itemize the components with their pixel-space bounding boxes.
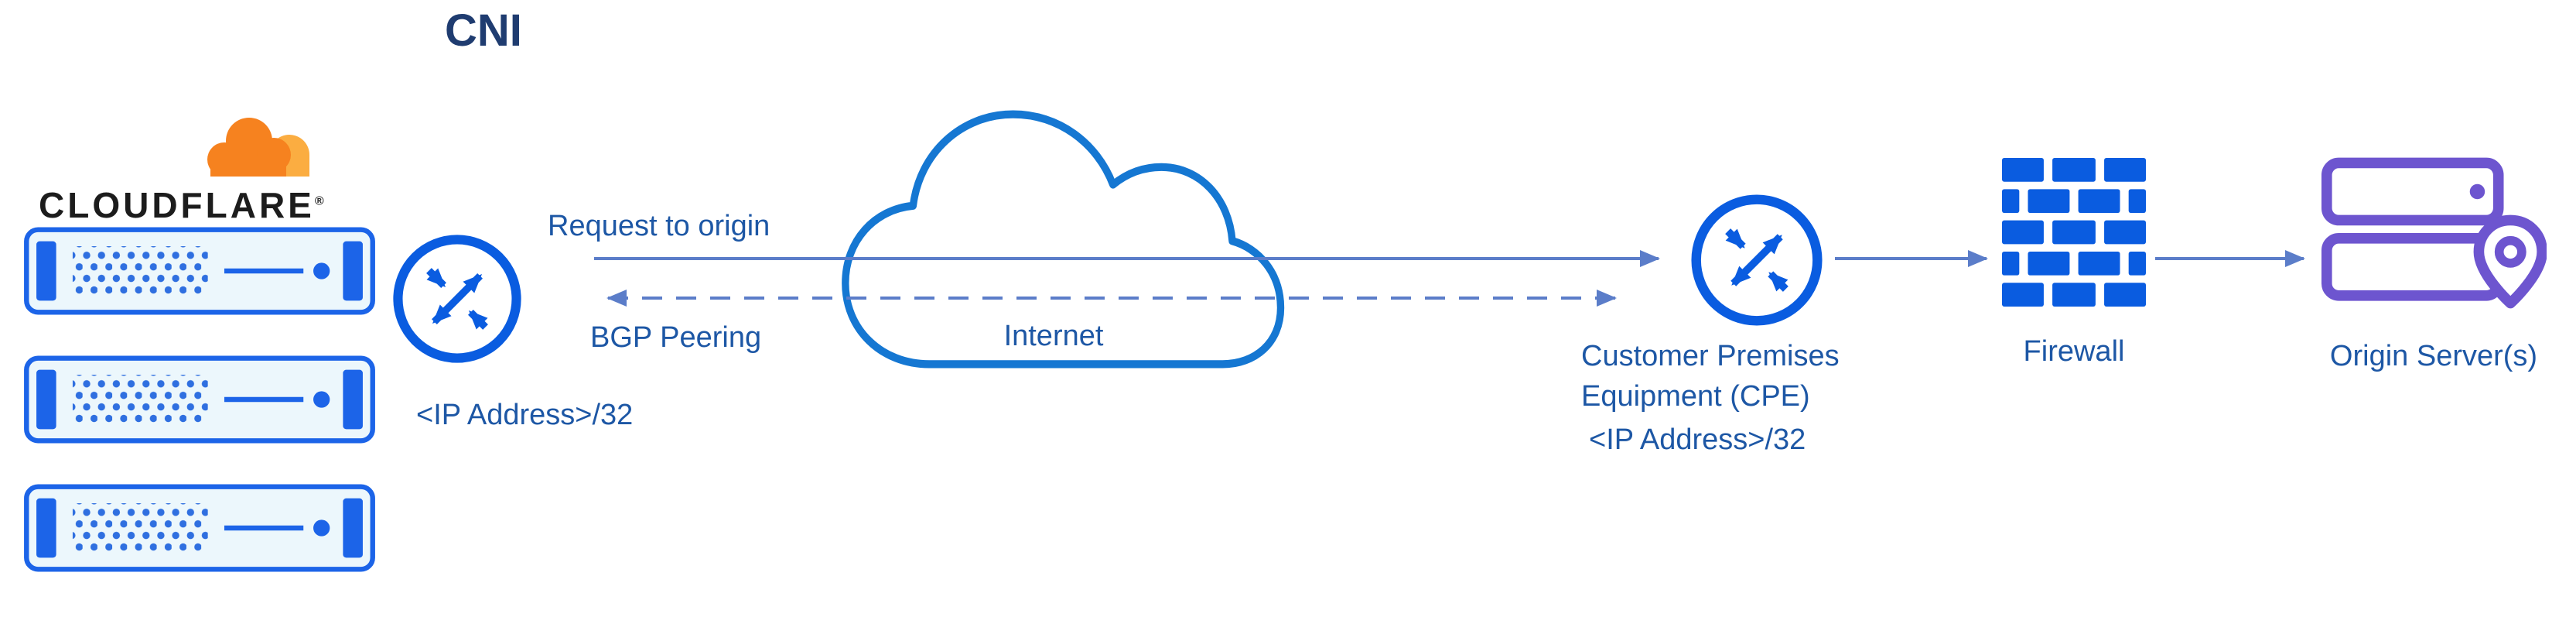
firewall-to-origin-arrow: [2155, 250, 2305, 267]
firewall-icon: [2002, 158, 2146, 307]
registered-mark: ®: [314, 194, 324, 208]
server-rack-icon: [23, 483, 376, 573]
origin-server-icon: [2321, 157, 2547, 309]
cloudflare-wordmark: CLOUDFLARE®: [39, 184, 324, 226]
server-rack-icon: [23, 355, 376, 444]
router-icon: [390, 231, 524, 366]
cni-router-ip-label: <IP Address>/32: [416, 399, 634, 431]
firewall-label: Firewall: [2023, 335, 2125, 368]
location-pin-icon: [2473, 214, 2547, 309]
diagram-title: CNI: [445, 5, 522, 56]
server-rack-icon: [23, 226, 376, 316]
cloudflare-logo-icon: [192, 118, 331, 186]
cpe-ip-label: <IP Address>/32: [1589, 423, 1806, 456]
cpe-router-icon: [1688, 191, 1826, 329]
cpe-name-line1: Customer Premises: [1581, 340, 1840, 372]
request-to-origin-arrow: [594, 250, 1660, 267]
cpe-name-label: Customer Premises Equipment (CPE): [1581, 336, 1840, 417]
origin-server-label: Origin Server(s): [2329, 340, 2538, 372]
cpe-to-firewall-arrow: [1835, 250, 1988, 267]
bgp-peering-label: BGP Peering: [590, 321, 762, 354]
internet-label: Internet: [1003, 320, 1104, 352]
cloudflare-brand-text: CLOUDFLARE: [39, 185, 315, 225]
cpe-name-line2: Equipment (CPE): [1581, 380, 1810, 413]
request-to-origin-label: Request to origin: [548, 210, 770, 242]
bgp-peering-arrow: [606, 290, 1617, 307]
